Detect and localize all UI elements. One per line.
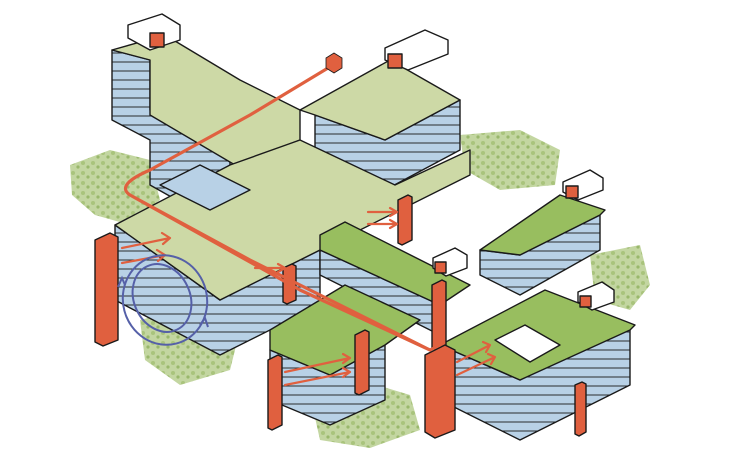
stair-core-tower-north: [397, 194, 413, 246]
airflow-arrow-north-1: [366, 206, 399, 218]
red-circulation-line: [124, 63, 442, 352]
stair-core-tower-east: [574, 381, 587, 437]
stair-core-towers: [94, 194, 587, 439]
rooftop-box-east-red: [565, 185, 579, 199]
courtyard-southeast: [494, 324, 561, 363]
airflow-arrow-southeast-1: [455, 340, 492, 364]
ventilation-loop: [117, 254, 209, 346]
rooftop-box-northwest-red: [149, 32, 165, 48]
stair-core-tower-southeast: [424, 344, 456, 439]
tree-canopy-top-right: [460, 130, 560, 190]
stair-core-tower-southwest: [267, 354, 283, 431]
ventilation-loop-outer: [121, 254, 209, 346]
airflow-arrow-south-2: [283, 366, 352, 387]
airflow-arrow-center-1: [253, 262, 287, 274]
airflow-arrow-west-1: [120, 231, 172, 250]
courtyard-cutout-central: [159, 164, 251, 211]
rooftop-box-northeast-red: [387, 53, 403, 69]
ventilation-loop-inner: [131, 263, 193, 333]
wing-east: [479, 169, 606, 296]
ventilation-arrow-1: [199, 315, 209, 328]
stair-core-tower-middle: [431, 279, 447, 351]
circulation-endpoint-hexagon: [325, 52, 343, 74]
roof-northeast: [299, 59, 461, 141]
airflow-arrow-north-2: [366, 218, 399, 230]
airflow-arrow-south-1: [283, 352, 352, 374]
roof-south: [269, 284, 421, 376]
tree-canopy-left: [70, 150, 160, 225]
rooftop-box-southeast-red: [579, 295, 592, 308]
rooftop-box-middle-red: [434, 261, 447, 274]
roof-east: [479, 194, 606, 256]
ventilation-arrow-2: [117, 275, 126, 288]
wing-southeast: [439, 281, 636, 441]
stair-core-tower-west: [94, 232, 119, 347]
rooftop-box-northwest: [127, 13, 181, 51]
airflow-arrow-southeast-2: [455, 352, 497, 377]
circulation-route: [124, 52, 442, 352]
stair-core-tower-south: [354, 329, 370, 396]
